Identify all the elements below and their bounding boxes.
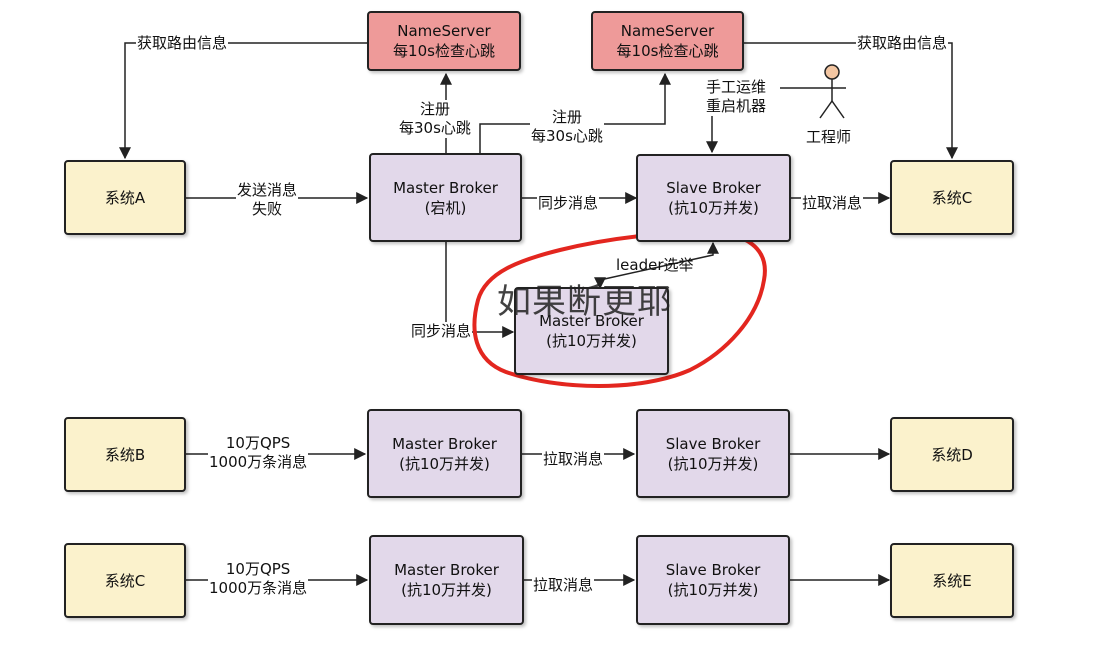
- new-master-broker: Master Broker (抗10万并发): [514, 287, 669, 375]
- row2-qps-line2: 1000万条消息: [209, 453, 308, 471]
- slave-row1-desc: (抗10万并发): [668, 199, 759, 217]
- engineer-action-line2: 重启机器: [706, 97, 767, 115]
- nameserver-right-desc: 每10s检查心跳: [616, 42, 719, 60]
- system-a-box: 系统A: [64, 160, 186, 235]
- system-c2-box: 系统C: [64, 543, 186, 618]
- system-a-label: 系统A: [104, 188, 146, 207]
- send-fail-line1: 发送消息: [237, 181, 298, 199]
- engineer-action-line1: 手工运维: [706, 78, 767, 96]
- master-row3-desc: (抗10万并发): [401, 581, 492, 599]
- system-c2-label: 系统C: [104, 571, 146, 590]
- send-fail-label: 发送消息 失败: [236, 181, 299, 219]
- slave-row3-title: Slave Broker: [665, 561, 761, 579]
- row3-qps-line2: 1000万条消息: [209, 579, 308, 597]
- nameserver-right-title: NameServer: [620, 22, 715, 40]
- master-row2-desc: (抗10万并发): [399, 454, 490, 473]
- register-label-right: 注册 每30s心跳: [530, 108, 604, 146]
- nameserver-left-desc: 每10s检查心跳: [393, 42, 495, 60]
- system-d-label: 系统D: [931, 445, 973, 464]
- register-left-line1: 注册: [419, 100, 450, 118]
- row2-pull-label: 拉取消息: [542, 450, 605, 469]
- leader-election-arrow: [594, 241, 719, 290]
- nameserver-left-title: NameServer: [397, 22, 491, 40]
- slave-row1-title: Slave Broker: [666, 179, 761, 197]
- system-e-box: 系统E: [890, 543, 1014, 618]
- engineer-action-label: 手工运维 重启机器: [705, 78, 768, 116]
- leader-election-label: leader选举: [616, 256, 694, 274]
- master-row3-title: Master Broker: [394, 561, 499, 579]
- row1-sync-label: 同步消息: [537, 194, 600, 213]
- row3-pull-label: 拉取消息: [532, 576, 595, 595]
- register-left-line2: 每30s心跳: [399, 119, 471, 137]
- new-master-desc: (抗10万并发): [546, 332, 637, 350]
- route-label-left: 获取路由信息: [136, 34, 229, 53]
- row1-pull-label: 拉取消息: [801, 194, 864, 213]
- engineer-stick-figure: [818, 64, 846, 119]
- master-broker-down: Master Broker (宕机): [369, 153, 522, 242]
- slave-broker-row2: Slave Broker (抗10万并发): [636, 409, 790, 498]
- nameserver-right: NameServer 每10s检查心跳: [591, 11, 744, 71]
- system-e-label: 系统E: [932, 571, 972, 590]
- route-label-right: 获取路由信息: [856, 34, 949, 53]
- system-b-box: 系统B: [64, 417, 186, 492]
- master-broker-row2: Master Broker (抗10万并发): [367, 409, 522, 498]
- master-broker-row3: Master Broker (抗10万并发): [369, 535, 524, 625]
- send-fail-line2: 失败: [252, 200, 283, 218]
- row3-qps-label: 10万QPS 1000万条消息: [208, 560, 309, 598]
- slave-row2-desc: (抗10万并发): [667, 454, 759, 473]
- new-master-title: Master Broker: [539, 312, 644, 330]
- system-c-box: 系统C: [890, 160, 1014, 235]
- highlight-circle: [472, 229, 767, 388]
- row3-qps-line1: 10万QPS: [225, 560, 291, 578]
- slave-broker-row3: Slave Broker (抗10万并发): [636, 535, 790, 625]
- master-down-title: Master Broker: [393, 178, 498, 197]
- register-right-line2: 每30s心跳: [531, 127, 603, 145]
- nameserver-left: NameServer 每10s检查心跳: [367, 11, 521, 71]
- register-label-left: 注册 每30s心跳: [398, 100, 472, 138]
- system-d-box: 系统D: [890, 417, 1014, 492]
- engineer-name: 工程师: [805, 128, 853, 147]
- register-right-line1: 注册: [551, 108, 582, 126]
- master-down-status: (宕机): [424, 198, 467, 217]
- overlay-handwritten-text: 如果断更耶: [497, 282, 672, 322]
- slave-row3-desc: (抗10万并发): [667, 581, 759, 599]
- system-b-label: 系统B: [104, 445, 146, 464]
- route-arrow-left: [119, 42, 367, 160]
- slave-row2-title: Slave Broker: [665, 434, 761, 453]
- row2-qps-label: 10万QPS 1000万条消息: [208, 434, 309, 472]
- election-sync-label: 同步消息: [410, 322, 473, 341]
- system-c-label: 系统C: [931, 188, 973, 207]
- slave-broker-row1: Slave Broker (抗10万并发): [636, 154, 791, 242]
- row2-qps-line1: 10万QPS: [225, 434, 291, 452]
- route-arrow-right: [744, 42, 958, 160]
- master-row2-title: Master Broker: [392, 434, 497, 453]
